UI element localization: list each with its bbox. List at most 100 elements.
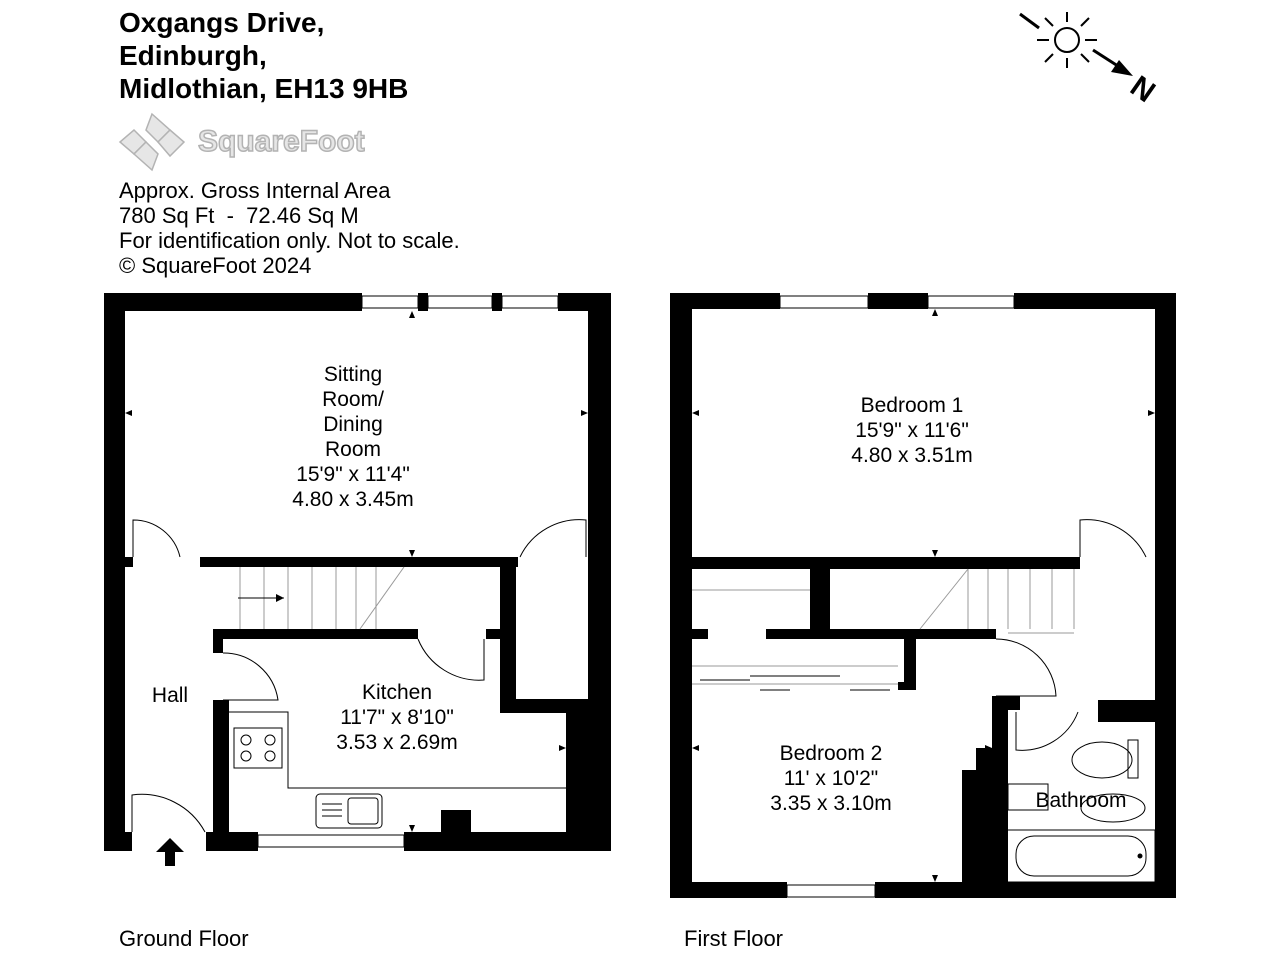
- window: [427, 295, 493, 309]
- window: [927, 295, 1015, 309]
- staircase: [919, 568, 1075, 634]
- door-swing: [1015, 711, 1079, 751]
- address-line-1: Oxgangs Drive,: [119, 7, 325, 38]
- wall: [1014, 293, 1176, 309]
- room-name-line: Bathroom: [1035, 789, 1127, 812]
- wall: [692, 629, 708, 639]
- room-dimensions-imperial: 11'7" x 8'10": [340, 706, 454, 729]
- wall: [1098, 700, 1155, 722]
- door-swing: [519, 519, 587, 558]
- window: [361, 295, 419, 309]
- brand-name: SquareFoot: [197, 124, 365, 159]
- hob: [233, 727, 283, 769]
- wall: [125, 557, 133, 567]
- window: [257, 834, 405, 848]
- wall: [492, 293, 502, 311]
- wall: [486, 629, 500, 639]
- info-line-3: For identification only. Not to scale.: [119, 228, 460, 253]
- window: [786, 884, 876, 898]
- wall: [213, 629, 418, 639]
- room-name-line: Room/: [322, 388, 384, 411]
- ground-floor-details: [131, 295, 587, 848]
- north-arrow-icon: [1092, 48, 1133, 76]
- door-swing: [417, 638, 485, 681]
- wall: [104, 293, 125, 851]
- room-dimensions-imperial: 15'9" x 11'6": [855, 419, 969, 442]
- wall: [904, 639, 916, 689]
- sun-compass-icon: [1019, 12, 1097, 68]
- wall: [766, 629, 996, 639]
- room-name-line: Bedroom 2: [779, 742, 883, 765]
- wall: [992, 696, 1008, 770]
- door-swing: [131, 793, 206, 833]
- room-name-line: Hall: [151, 684, 189, 707]
- wall: [868, 293, 928, 309]
- area-info: Approx. Gross Internal Area 780 Sq Ft - …: [119, 178, 460, 278]
- worktop: [229, 711, 566, 789]
- room-bedroom-1: Bedroom 1 15'9" x 11'6" 4.80 x 3.51m: [851, 393, 972, 468]
- wall: [213, 629, 223, 653]
- wall: [670, 293, 780, 309]
- first-floor-details: [692, 295, 1156, 898]
- sink: [315, 793, 383, 829]
- wall: [200, 557, 518, 567]
- compass: N: [1019, 12, 1161, 108]
- room-dimensions-imperial: 15'9" x 11'4": [296, 463, 410, 486]
- squarefoot-logo-icon: [118, 112, 186, 172]
- room-kitchen: Kitchen 11'7" x 8'10" 3.53 x 2.69m: [336, 680, 457, 755]
- address-line-3: Midlothian, EH13 9HB: [119, 73, 409, 104]
- ground-floor-plan: [104, 293, 611, 851]
- floor-label-first: First Floor: [684, 926, 783, 951]
- wall: [588, 293, 611, 851]
- wall: [213, 700, 229, 851]
- property-address: Oxgangs Drive, Edinburgh, Midlothian, EH…: [119, 6, 408, 105]
- wall: [404, 832, 611, 851]
- room-dimensions-metric: 3.53 x 2.69m: [336, 731, 458, 754]
- wall: [1008, 696, 1020, 710]
- info-line-2: 780 Sq Ft - 72.46 Sq M: [119, 203, 359, 228]
- info-line-1: Approx. Gross Internal Area: [119, 178, 391, 203]
- door-swing: [995, 638, 1057, 697]
- address-line-2: Edinburgh,: [119, 40, 267, 71]
- wall: [1155, 293, 1176, 898]
- wall: [670, 293, 692, 898]
- room-name-line: Room: [324, 438, 382, 461]
- dimension-markers: [125, 311, 588, 832]
- room-name-line: Kitchen: [361, 681, 433, 704]
- room-name-line: Dining: [323, 413, 383, 436]
- wall: [418, 293, 428, 311]
- door-swing: [132, 519, 181, 558]
- wall: [104, 293, 362, 311]
- window: [501, 295, 559, 309]
- room-dimensions-metric: 4.80 x 3.45m: [292, 488, 414, 511]
- wall: [670, 882, 787, 898]
- room-dimensions-metric: 4.80 x 3.51m: [851, 444, 973, 467]
- first-floor-plan: [670, 293, 1176, 898]
- dimension-markers: [692, 309, 1155, 882]
- toilet: [1071, 739, 1139, 779]
- info-line-4: © SquareFoot 2024: [119, 253, 312, 278]
- bathtub: [1005, 829, 1156, 883]
- wall: [500, 567, 516, 699]
- room-dimensions-metric: 3.35 x 3.10m: [770, 792, 892, 815]
- room-bedroom-2: Bedroom 2 11' x 10'2" 3.35 x 3.10m: [770, 741, 891, 816]
- wall: [976, 748, 992, 770]
- room-name-line: Bedroom 1: [860, 394, 964, 417]
- wall: [810, 569, 830, 631]
- entrance-arrow-icon: [156, 838, 184, 866]
- wall: [962, 770, 1008, 882]
- window: [779, 295, 869, 309]
- wall: [898, 682, 916, 690]
- room-dimensions-imperial: 11' x 10'2": [783, 767, 879, 790]
- door-swing: [222, 652, 279, 701]
- basin: [1080, 793, 1146, 823]
- squarefoot-logo: SquareFoot: [118, 112, 365, 172]
- wall: [875, 882, 1176, 898]
- room-sitting-dining: Sitting Room/ Dining Room 15'9" x 11'4" …: [292, 362, 413, 512]
- wall: [566, 699, 588, 832]
- floor-label-ground: Ground Floor: [119, 926, 249, 951]
- room-hall: Hall: [152, 683, 188, 708]
- room-bathroom: Bathroom: [1035, 788, 1126, 813]
- wall: [692, 557, 1080, 569]
